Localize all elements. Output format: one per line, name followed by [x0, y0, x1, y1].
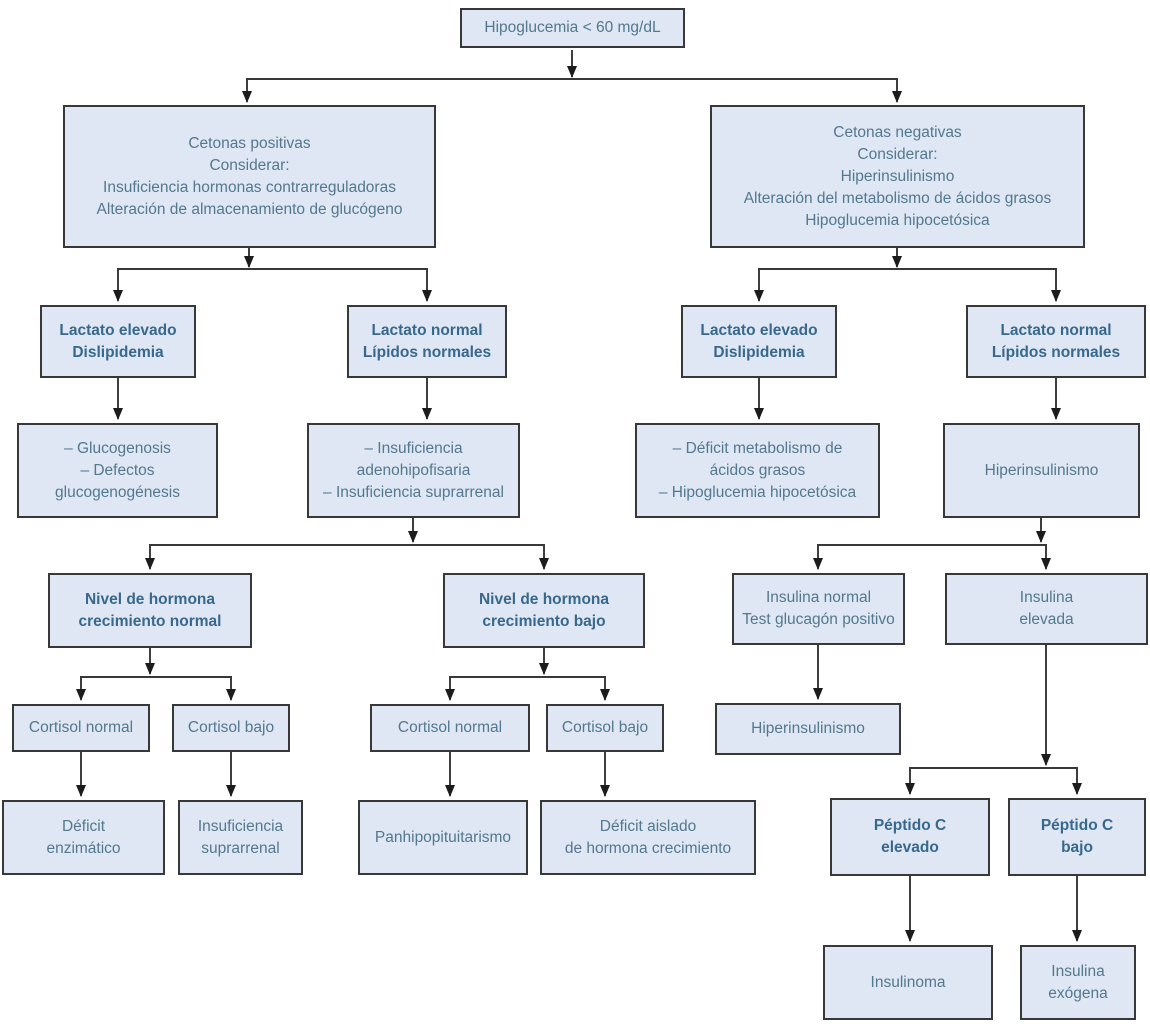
connector-lactato-to-findings [113, 378, 1061, 420]
node-hipoglucemia: Hipoglucemia < 60 mg/dL [460, 8, 685, 48]
node-deficit-gh-aislado: Déficit aislado de hormona crecimiento [540, 800, 756, 875]
connector-gh-bajo-split [445, 648, 610, 701]
node-glucogenosis: – Glucogenosis – Defectos glucogenogénes… [17, 423, 218, 518]
node-deficit-metabolismo: – Déficit metabolismo de ácidos grasos –… [635, 423, 880, 518]
node-insuf-suprarrenal: Insuficiencia suprarrenal [178, 800, 303, 875]
connector-insuficiencia-split [145, 518, 549, 570]
connector-peptido-to-diagnosis [905, 876, 1082, 942]
node-insulina-elevada: Insulina elevada [945, 573, 1148, 645]
connector-cortisol-to-diagnosis [76, 752, 610, 797]
node-peptido-c-elevado: Péptido C elevado [830, 798, 990, 876]
connector-insulina-elevada-split [905, 645, 1082, 795]
node-cortisol-bajo-1: Cortisol bajo [172, 704, 290, 752]
node-cetonas-positivas: Cetonas positivas Considerar: Insuficien… [63, 105, 436, 248]
connector-gh-normal-split [76, 648, 236, 701]
connector-hiperinsulinismo-split [813, 518, 1051, 570]
node-insulina-exogena: Insulina exógena [1020, 945, 1136, 1020]
node-cortisol-bajo-2: Cortisol bajo [546, 704, 664, 752]
node-lactato-normal-pos: Lactato normal Lípidos normales [347, 305, 507, 378]
node-hiperinsulinismo-2: Hiperinsulinismo [715, 703, 901, 755]
connector-cetonas-positivas-split [113, 248, 432, 302]
node-gh-bajo: Nivel de hormona crecimiento bajo [443, 573, 645, 648]
node-hiperinsulinismo-1: Hiperinsulinismo [943, 423, 1140, 518]
connector-root-split [242, 50, 902, 103]
node-cortisol-normal-2: Cortisol normal [370, 704, 530, 752]
node-cetonas-negativas: Cetonas negativas Considerar: Hiperinsul… [710, 105, 1085, 248]
node-gh-normal: Nivel de hormona crecimiento normal [48, 573, 252, 648]
node-lactato-elevado-pos: Lactato elevado Dislipidemia [40, 305, 196, 378]
node-insulina-normal: Insulina normal Test glucagón positivo [732, 573, 905, 645]
node-peptido-c-bajo: Péptido C bajo [1008, 798, 1146, 876]
node-lactato-normal-neg: Lactato normal Lípidos normales [966, 305, 1146, 378]
connector-cetonas-negativas-split [754, 248, 1061, 302]
node-insulinoma: Insulinoma [823, 945, 993, 1020]
node-insuf-adenohipofisaria: – Insuficiencia adenohipofisaria – Insuf… [307, 423, 520, 518]
node-panhipopituitarismo: Panhipopituitarismo [358, 800, 528, 875]
node-deficit-enzimatico: Déficit enzimático [2, 800, 165, 875]
node-cortisol-normal-1: Cortisol normal [12, 704, 150, 752]
node-lactato-elevado-neg: Lactato elevado Dislipidemia [681, 305, 837, 378]
